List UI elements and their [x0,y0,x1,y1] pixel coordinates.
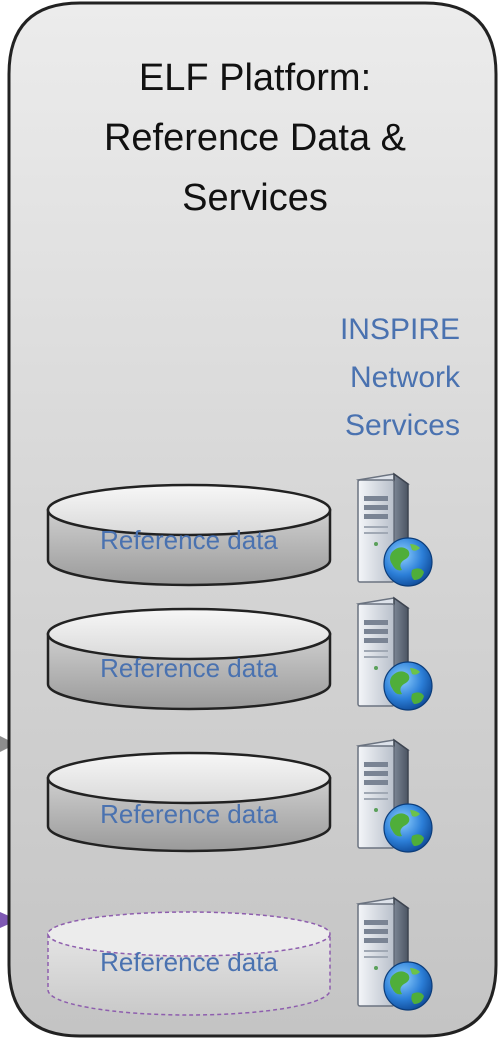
platform-title-line: Reference Data & [103,117,407,159]
reference-data-cylinder-planned [47,911,331,1016]
reference-data-cylinder [46,483,332,587]
platform-title: ELF Platform: Reference Data & Services [20,48,490,228]
reference-data-cylinder [46,751,332,853]
reference-data-label: Reference data [100,799,278,829]
network-services-line: Services [344,409,460,442]
network-services-line: Network [349,361,460,394]
reference-data-label: Reference data [100,653,278,683]
reference-data-label: Reference data [100,947,278,977]
platform-title-line: Services [182,177,328,219]
reference-data-label: Reference data [100,525,278,555]
reference-data-cylinder [46,607,332,711]
network-services-line: INSPIRE [339,313,460,346]
platform-title-line: ELF Platform: [138,57,372,99]
network-services-label: INSPIRE Network Services [280,306,460,450]
